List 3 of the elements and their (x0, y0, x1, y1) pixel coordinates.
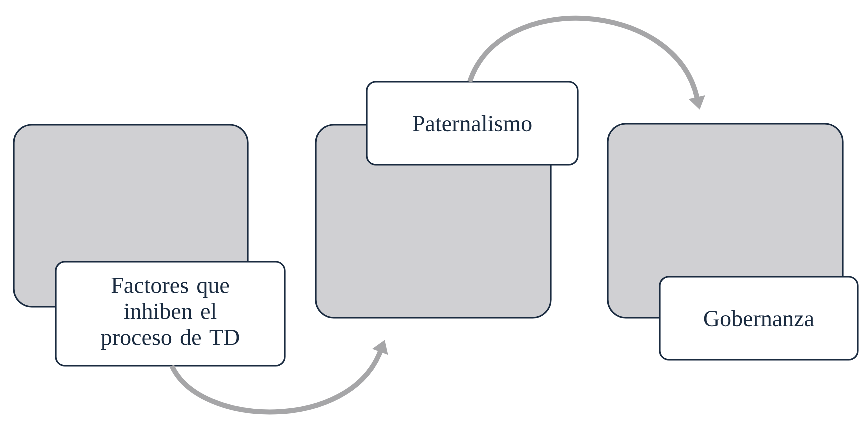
label-box: Factores que inhiben el proceso de TD (55, 261, 286, 367)
label-box: Gobernanza (659, 276, 859, 361)
label-box: Paternalismo (366, 81, 579, 166)
